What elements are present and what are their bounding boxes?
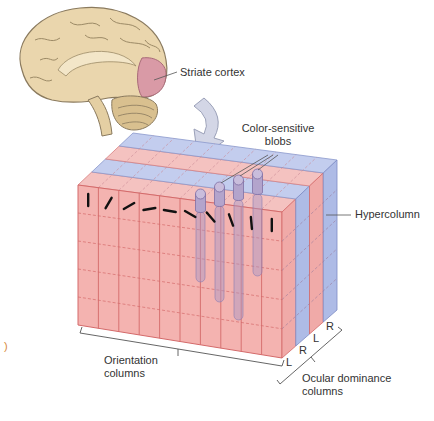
blob-column [253, 194, 262, 276]
orientation-bar [106, 198, 112, 208]
front-grid-columns [98, 188, 261, 355]
orientation-bar [207, 212, 215, 221]
right-stripe [282, 199, 296, 358]
front-face [78, 185, 282, 358]
blob-cylinder-top [215, 182, 225, 192]
orientation-bar [124, 203, 134, 209]
hypercolumn-block [78, 133, 337, 358]
blob-cylinder-top [196, 189, 206, 199]
orientation-bar [87, 194, 89, 206]
blob-column [234, 200, 243, 320]
right-stripe [310, 173, 324, 334]
leader-line [326, 215, 351, 216]
leader-line [154, 72, 177, 80]
callout-label: Hypercolumn [355, 208, 420, 221]
blob-cylinder-top [253, 169, 263, 179]
orientation-bar [185, 211, 195, 217]
blob-column [215, 206, 224, 302]
eye-letter: R [299, 344, 307, 357]
eye-letter: R [326, 320, 334, 333]
right-stripe [296, 186, 310, 346]
brain-cerebrum [20, 7, 167, 102]
brain-corpus-callosum [58, 51, 136, 76]
bracket-label: Ocular dominance columns [302, 372, 402, 398]
brain-cerebellum [112, 96, 158, 130]
eye-letter: L [286, 356, 292, 369]
orientation-bar [251, 217, 252, 229]
eye-letter: L [313, 332, 319, 345]
orientation-bar [164, 210, 176, 212]
brain-stem [88, 96, 112, 136]
brain-gyri [30, 18, 160, 81]
bracket-label: Orientation columns [104, 354, 172, 380]
orientation-bar [271, 219, 273, 231]
brain-illustration [20, 7, 167, 136]
orientation-bar [229, 214, 233, 225]
orientation-bars [88, 194, 272, 231]
orientation-bar [143, 208, 155, 210]
right-stripe [323, 160, 337, 322]
blob-column [196, 212, 205, 282]
link-fragment: ) [4, 340, 8, 353]
region-label: Striate cortex [180, 66, 245, 79]
leader-line [221, 155, 278, 183]
callout-label: Color-sensitive blobs [236, 122, 320, 148]
blob-cylinder-top [234, 175, 244, 185]
front-grid-rows [78, 213, 282, 329]
right-grid-rows [282, 190, 337, 329]
brain-cerebellum-folia [118, 105, 154, 125]
color-blobs [196, 169, 263, 213]
